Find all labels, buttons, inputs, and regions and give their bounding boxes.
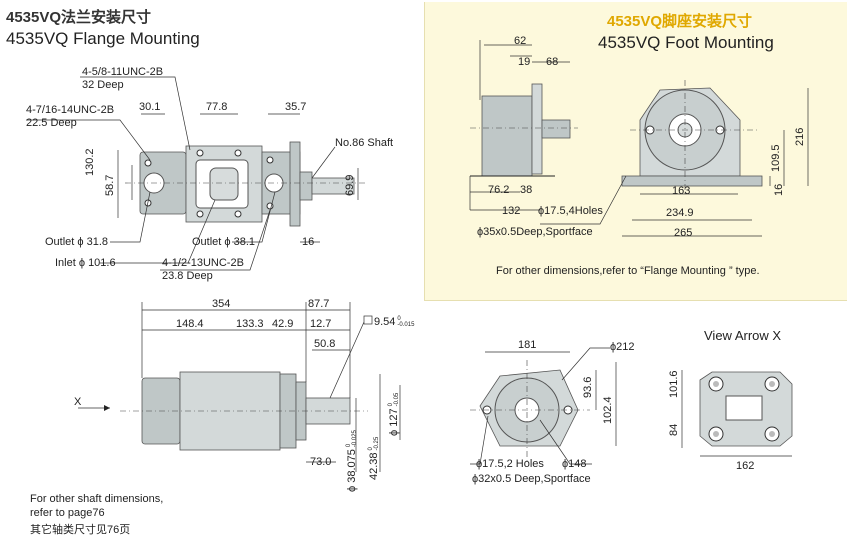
thread-top-label: 4-5/8-11UNC-2B [82, 66, 164, 78]
dim-42-9: 42.9 [272, 318, 294, 330]
foot-title-en: 4535VQ Foot Mounting [598, 33, 774, 52]
front-spotface-label: ϕ32x0.5 Deep,Sportface [472, 473, 591, 485]
outlet-right-label: Outlet ϕ 38.1 [192, 236, 256, 248]
foot-spotface-label: ϕ35x0.5Deep,Sportface [477, 226, 593, 238]
dim-38: 38 [520, 184, 533, 196]
inlet-label: Inlet ϕ 101.6 [55, 257, 116, 269]
dim-109-5: 109.5 [770, 144, 782, 172]
dim-265: 265 [674, 227, 693, 239]
foot-front-view [540, 80, 809, 237]
dim-87-7: 87.7 [308, 298, 330, 310]
dim-216: 216 [794, 127, 806, 146]
dim-148-4: 148.4 [176, 318, 204, 330]
dim-212: ϕ212 [610, 341, 635, 353]
thread-left-label: 4-7/16-14UNC-2B [26, 104, 115, 116]
dim-102-4: 102.4 [602, 396, 614, 424]
dim-73-0: 73.0 [310, 456, 332, 468]
dim-35-7: 35.7 [285, 101, 307, 113]
dim-76-2: 76.2 [488, 184, 510, 196]
dim-16: 16 [302, 236, 315, 248]
dim-19: 19 [518, 56, 531, 68]
shaft-label: No.86 Shaft [335, 137, 394, 149]
front-view [470, 347, 617, 465]
dim-127: ϕ 1270-0.05 [388, 392, 401, 436]
dim-133-3: 133.3 [236, 318, 264, 330]
thread-top-depth: 32 Deep [82, 79, 124, 91]
dim-163: 163 [672, 185, 691, 197]
flange-title-en: 4535VQ Flange Mounting [6, 29, 200, 48]
foot-side-view [469, 40, 578, 211]
dim-38-075: ϕ 38.0750-0.025 [346, 430, 359, 492]
dim-181: 181 [518, 339, 537, 351]
arrow-x-view [681, 370, 793, 457]
shaft-note-line2: refer to page76 [30, 507, 105, 519]
dim-354: 354 [212, 298, 231, 310]
thread-left-depth: 22.5 Deep [26, 117, 77, 129]
foot-holes-label: ϕ17.5,4Holes [538, 205, 603, 217]
shaft-note-line3: 其它轴类尺寸见76页 [30, 524, 131, 536]
dim-42-38: 42.380-0.25 [368, 436, 381, 480]
dim-148: ϕ148 [562, 458, 587, 470]
arrow-x-label: X [74, 396, 82, 408]
dim-130-2: 130.2 [84, 148, 96, 176]
dim-84: 84 [668, 423, 680, 436]
dim-62: 62 [514, 35, 527, 47]
dim-68: 68 [546, 56, 559, 68]
foot-note: For other dimensions,refer to “Flange Mo… [496, 265, 760, 277]
dim-69-9: 69.9 [344, 174, 356, 196]
dim-93-6: 93.6 [582, 376, 594, 398]
front-holes-label: ϕ17.5,2 Holes [476, 458, 544, 470]
dim-50-8: 50.8 [314, 338, 336, 350]
view-arrow-title: View Arrow X [704, 328, 782, 343]
thread-bottom-depth: 23.8 Deep [162, 270, 213, 282]
dim-30-1: 30.1 [139, 101, 161, 113]
thread-bottom-label: 4-1/2-13UNC-2B [162, 257, 244, 269]
side-view [78, 302, 401, 472]
dim-132: 132 [502, 205, 521, 217]
shaft-note-line1: For other shaft dimensions, [30, 493, 164, 505]
flange-top-view [26, 76, 365, 271]
outlet-left-label: Outlet ϕ 31.8 [45, 236, 109, 248]
dim-101-6: 101.6 [668, 370, 680, 398]
dim-58-7: 58.7 [104, 174, 116, 196]
foot-title-cn: 4535VQ脚座安装尺寸 [607, 13, 753, 30]
dim-77-8: 77.8 [206, 101, 228, 113]
dim-foot-16: 16 [773, 183, 785, 196]
dim-234-9: 234.9 [666, 207, 694, 219]
dim-12-7: 12.7 [310, 318, 332, 330]
flange-title-cn: 4535VQ法兰安装尺寸 [6, 9, 152, 26]
dim-162: 162 [736, 460, 755, 472]
